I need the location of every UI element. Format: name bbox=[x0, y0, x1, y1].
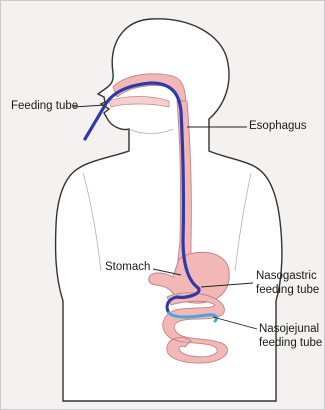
label-nasogastric-line1: Nasogastric bbox=[256, 270, 317, 283]
label-feeding-tube: Feeding tube bbox=[11, 100, 78, 113]
label-stomach: Stomach bbox=[105, 261, 150, 274]
label-esophagus: Esophagus bbox=[249, 120, 307, 133]
label-nasojejunal-line2: feeding tube bbox=[259, 337, 322, 350]
label-nasojejunal-line1: Nasojejunal bbox=[259, 323, 319, 336]
label-nasogastric-line2: feeding tube bbox=[256, 284, 319, 297]
